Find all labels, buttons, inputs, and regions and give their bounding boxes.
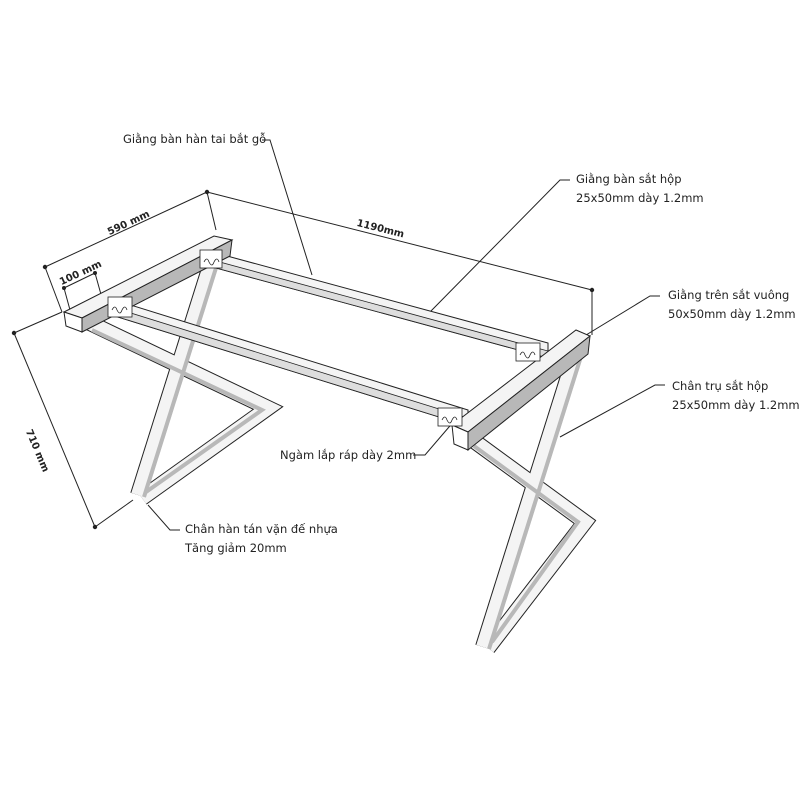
label-joint: Ngàm lắp ráp dày 2mm — [280, 448, 417, 462]
label-rail-line1: Giằng bàn sắt hộp — [576, 172, 682, 186]
label-rail-line2: 25x50mm dày 1.2mm — [576, 191, 704, 205]
dimension-lines — [13, 191, 593, 528]
label-top-bar-line1: Giằng trên sắt vuông — [668, 288, 790, 302]
label-rail: Giằng bàn sắt hộp 25x50mm dày 1.2mm — [576, 170, 704, 208]
label-foot: Chân hàn tán vặn đế nhựa Tăng giảm 20mm — [185, 520, 338, 558]
label-foot-line2: Tăng giảm 20mm — [185, 541, 287, 555]
leader-lines — [147, 139, 665, 531]
frame-tubes — [62, 235, 597, 653]
label-foot-line1: Chân hàn tán vặn đế nhựa — [185, 522, 338, 536]
joint-plates — [107, 249, 541, 427]
label-top-bar: Giằng trên sắt vuông 50x50mm dày 1.2mm — [668, 286, 796, 324]
label-leg-line1: Chân trụ sắt hộp — [672, 379, 769, 393]
label-top-bar-line2: 50x50mm dày 1.2mm — [668, 307, 796, 321]
label-top-rail-tab: Giằng bàn hàn tai bắt gỗ — [123, 132, 267, 146]
label-leg-line2: 25x50mm dày 1.2mm — [672, 398, 800, 412]
label-leg: Chân trụ sắt hộp 25x50mm dày 1.2mm — [672, 377, 800, 415]
